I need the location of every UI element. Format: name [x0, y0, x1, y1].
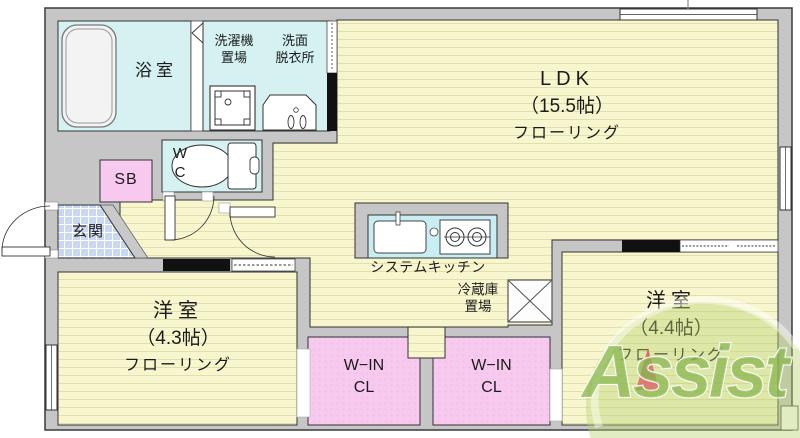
walkin-closet-right-line1: W−IN: [471, 357, 512, 374]
bathroom-door-mark: [191, 22, 204, 44]
hallway-door-arc: [229, 211, 276, 258]
hallway-notch: [407, 326, 446, 359]
shoebox: [99, 159, 153, 203]
western-room-right-floor-type: フローリング: [616, 347, 725, 364]
western-room-right-name: 洋室: [646, 290, 696, 312]
wc-label: W C: [168, 144, 192, 182]
entrance-tile-floor: [57, 204, 136, 259]
wall-black-segment-room44: [622, 240, 680, 252]
western-room-left-floor-type: フローリング: [123, 357, 232, 374]
ldk-size: （15.5帖）: [520, 96, 614, 117]
western-room-left-name: 洋室: [153, 300, 203, 322]
washing-machine-icon: [209, 85, 256, 131]
stove-icon: [439, 219, 491, 255]
washroom-label-line2: 脱衣所: [275, 50, 315, 65]
vanity-sink-icon: [262, 94, 317, 131]
ldk-label: LDK （15.5帖） フローリング: [417, 66, 717, 146]
fridge-space-label-line1: 冷蔵庫: [457, 282, 499, 297]
wall-black-segment-washroom: [327, 73, 337, 131]
western-room-left-floor: [57, 271, 298, 426]
walkin-closet-right-line2: CL: [481, 379, 502, 396]
closet-left-opening: [296, 348, 311, 418]
shoebox-label: SB: [114, 171, 138, 188]
western-room-right-label: 洋室 （4.4帖） フローリング: [565, 288, 777, 368]
western-room-left-label: 洋室 （4.3帖） フローリング: [58, 298, 298, 378]
fridge-space-label: 冷蔵庫 置場: [446, 281, 510, 315]
laundry-space-label: 洗濯機 置場: [204, 32, 264, 66]
toilet-icon: [171, 142, 260, 190]
bathtub-icon: [61, 24, 117, 128]
walkin-closet-right-label: W−IN CL: [433, 355, 550, 399]
hallway-door: [218, 202, 276, 258]
fridge-space-label-line2: 置場: [464, 299, 492, 314]
window-left: [45, 344, 58, 411]
washroom-label: 洗面 脱衣所: [264, 32, 326, 66]
wall-black-segment-room43: [163, 259, 230, 271]
wc-door-arc: [169, 195, 215, 241]
kitchen-sink-icon: [373, 211, 439, 254]
ldk-name: LDK: [540, 68, 594, 90]
laundry-label-line2: 置場: [220, 50, 247, 65]
bathroom-label: 浴室: [135, 61, 177, 80]
walkin-closet-left-line1: W−IN: [343, 357, 385, 374]
laundry-label-line1: 洗濯機: [214, 33, 254, 48]
refrigerator-space-icon: [507, 279, 553, 323]
western-room-right-size: （4.4帖）: [629, 318, 713, 339]
western-room-left-size: （4.3帖）: [136, 328, 220, 349]
western-room-right-floor: [561, 251, 779, 426]
system-kitchen-label: システムキッチン: [370, 259, 486, 275]
front-door: [1, 201, 59, 259]
walkin-closet-left-label: W−IN CL: [308, 355, 420, 399]
entrance-label: 玄関: [71, 223, 104, 240]
window-right: [779, 146, 792, 211]
wc-label-line1: W: [172, 145, 188, 162]
walkin-closet-left-floor: [307, 336, 421, 426]
ldk-floor-type: フローリング: [512, 125, 621, 142]
wc-door: [162, 191, 215, 241]
closet-right-opening: [549, 368, 563, 422]
wc-label-line2: C: [174, 164, 186, 181]
walkin-closet-left-line2: CL: [353, 379, 375, 396]
front-door-arc: [1, 205, 51, 252]
window-top: [619, 8, 758, 21]
exterior-box: [780, 405, 799, 431]
washroom-label-line1: 洗面: [281, 33, 308, 48]
